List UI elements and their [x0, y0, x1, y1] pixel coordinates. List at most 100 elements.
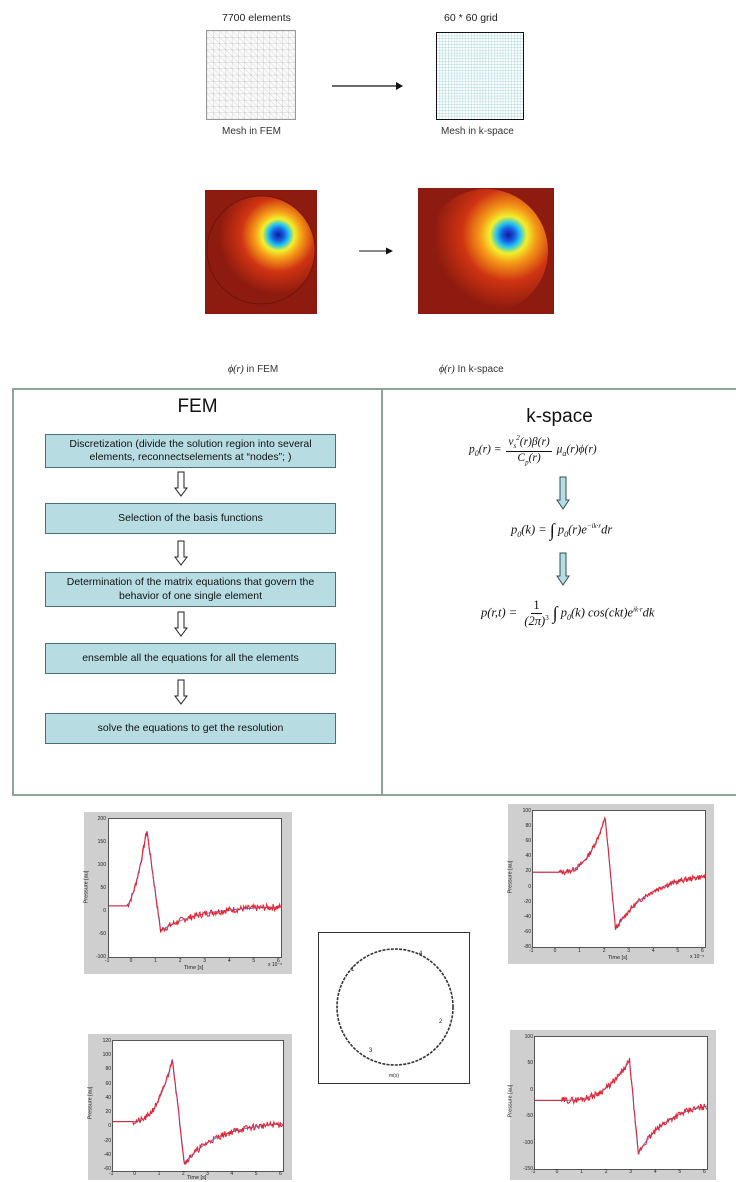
- simulated-trace: [535, 1057, 708, 1156]
- x-tick-label: 2: [181, 1171, 185, 1177]
- y-tick-label: 0: [108, 1123, 111, 1130]
- y-tick-label: -20: [103, 1137, 111, 1144]
- fem-step-ensemble: ensemble all the equations for all the e…: [45, 643, 336, 674]
- pressure-plot-bottom-right-drawing: [535, 1057, 708, 1156]
- simulated-trace: [113, 1059, 284, 1165]
- down-arrow-icon: [174, 540, 188, 566]
- x-tick-label: 0: [133, 1171, 137, 1177]
- y-tick-label: 0: [103, 908, 106, 914]
- y-tick-label: -50: [525, 1113, 533, 1120]
- fem-step-solve: solve the equations to get the resolutio…: [45, 713, 336, 744]
- phi-fem-caption: ϕ(r) in FEM: [228, 364, 278, 375]
- xlabel-top-left: Time [s]: [184, 965, 204, 971]
- x-tick-label: 5: [252, 958, 256, 964]
- x-tick-label: 0: [553, 948, 557, 954]
- x-tick-label: 1: [580, 1169, 583, 1175]
- x-tick-label: 2: [602, 948, 606, 954]
- x-tick-label: -1: [109, 1171, 114, 1177]
- y-tick-label: 0: [528, 883, 531, 890]
- x-tick-label: 0: [555, 1169, 559, 1175]
- down-arrow-icon: [556, 552, 570, 586]
- xscale-top-left: x 10⁻⁵: [268, 962, 283, 968]
- y-tick-label: 80: [105, 1066, 111, 1073]
- equation-fourier-transform: p0(k) = ∫ p0(r)e−ik·rdr: [511, 520, 613, 540]
- pressure-plot-top-left-drawing: [109, 830, 282, 933]
- y-tick-label: 40: [525, 853, 531, 860]
- y-tick-label: 60: [525, 838, 531, 845]
- sensor-label-2: 2: [439, 1019, 443, 1025]
- fem-step-basis-functions: Selection of the basis functions: [45, 503, 336, 534]
- kspace-panel: k-space p0(r) = vs2(r)β(r)Cp(r) μa(r)ϕ(r…: [381, 388, 736, 796]
- phi-arrow-icon: [359, 247, 393, 255]
- sensor-label-4: 4: [419, 951, 423, 957]
- y-tick-label: 80: [525, 823, 531, 830]
- y-tick-label: 100: [524, 1034, 533, 1040]
- y-tick-label: -50: [98, 931, 106, 937]
- y-tick-label: 100: [97, 862, 106, 868]
- x-tick-label: -1: [531, 1169, 536, 1175]
- ylabel-top-left: Pressure [au]: [83, 870, 90, 904]
- x-tick-label: 1: [157, 1171, 161, 1177]
- mesh-arrow-icon: [332, 82, 403, 90]
- phi-fem-caption-text: in FEM: [243, 364, 279, 375]
- kspace-grid-drawing: [437, 33, 523, 119]
- x-tick-label: 1: [578, 948, 581, 954]
- pressure-plot-top-right-drawing: [533, 816, 706, 930]
- fem-mesh-drawing: [118, 30, 384, 120]
- kspace-mesh-title: 60 * 60 grid: [444, 12, 498, 24]
- x-tick-label: 3: [203, 958, 207, 964]
- simulated-trace: [109, 831, 282, 933]
- x-tick-label: 1: [154, 958, 157, 964]
- phi-fem-heatmap-drawing: [205, 190, 317, 314]
- x-tick-label: 6: [279, 1171, 282, 1177]
- phi-kspace-caption-text: In k-space: [454, 364, 504, 375]
- ylabel-bottom-right: Pressure [au]: [507, 1084, 514, 1118]
- y-tick-label: 200: [97, 816, 106, 822]
- fem-mesh-title: 7700 elements: [222, 12, 291, 24]
- fem-panel: FEM Discretization (divide the solution …: [12, 388, 383, 796]
- x-tick-label: 4: [227, 958, 231, 964]
- reference-trace: [533, 818, 706, 930]
- x-tick-label: 3: [627, 948, 631, 954]
- xlabel-top-right: Time [s]: [608, 955, 628, 961]
- kspace-grid-lines: [437, 33, 523, 119]
- y-tick-label: 20: [105, 1109, 111, 1116]
- x-tick-label: 4: [653, 1169, 657, 1175]
- x-tick-label: 2: [604, 1169, 608, 1175]
- phi-fem-heatmap: [205, 190, 317, 314]
- kspace-mesh-caption: Mesh in k-space: [441, 126, 514, 137]
- y-tick-label: -40: [523, 913, 531, 920]
- x-tick-label: -1: [529, 948, 534, 954]
- phi-kspace-heatmap-drawing: [418, 188, 554, 314]
- y-tick-label: 40: [105, 1094, 111, 1101]
- simulated-trace: [533, 816, 706, 930]
- y-tick-label: 60: [105, 1080, 111, 1087]
- xticks-bottom-right: -1 0 1 2 3 4 5 6: [531, 1169, 706, 1177]
- kspace-panel-title: k-space: [526, 406, 593, 427]
- fem-panel-title: FEM: [177, 396, 218, 417]
- y-tick-label: 100: [522, 808, 531, 814]
- down-arrow-icon: [174, 611, 188, 637]
- fem-mesh-caption: Mesh in FEM: [222, 126, 281, 137]
- x-tick-label: 4: [651, 948, 655, 954]
- y-tick-label: 50: [100, 885, 106, 891]
- x-tick-label: 6: [703, 1169, 706, 1175]
- fem-mesh-lines: [118, 30, 384, 120]
- x-tick-label: 3: [629, 1169, 633, 1175]
- y-tick-label: -80: [523, 944, 531, 950]
- down-arrow-icon: [174, 679, 188, 705]
- x-tick-label: 5: [678, 1169, 682, 1175]
- y-tick-label: -100: [522, 1139, 533, 1146]
- xlabel-bottom-left: Time [s]: [187, 1175, 207, 1181]
- x-tick-label: 3: [206, 1171, 209, 1177]
- y-tick-label: -60: [523, 928, 531, 935]
- y-tick-label: 50: [527, 1060, 533, 1067]
- y-tick-label: -100: [95, 954, 106, 960]
